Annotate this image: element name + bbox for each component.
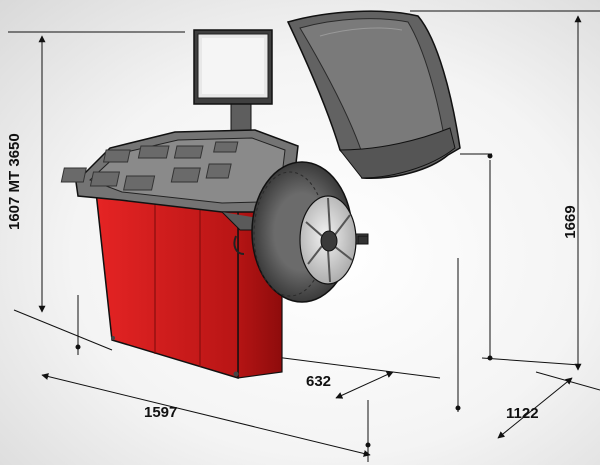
width-dimension-line xyxy=(41,373,371,457)
hood-extension-bottom xyxy=(481,357,581,366)
hub xyxy=(320,230,338,252)
height-left-label: 1607 MT 3650 xyxy=(6,133,23,230)
wheel-assembly xyxy=(251,161,369,303)
monitor xyxy=(193,29,273,137)
height-right-label: 1669 xyxy=(562,205,579,238)
width-label: 1597 xyxy=(144,404,177,421)
depth-extension-a xyxy=(259,354,441,379)
depth-wide-label: 1122 xyxy=(506,405,539,422)
wheel-guard-hood xyxy=(286,10,461,179)
monitor-screen xyxy=(202,38,264,94)
depth-wide-dimension-line xyxy=(497,377,573,439)
depth-wide-extension-right xyxy=(535,371,600,391)
tool-tray-top xyxy=(60,129,299,255)
depth-label: 632 xyxy=(306,373,331,390)
depth-dimension-line xyxy=(335,371,394,399)
height-left-extension-bottom xyxy=(13,309,113,351)
